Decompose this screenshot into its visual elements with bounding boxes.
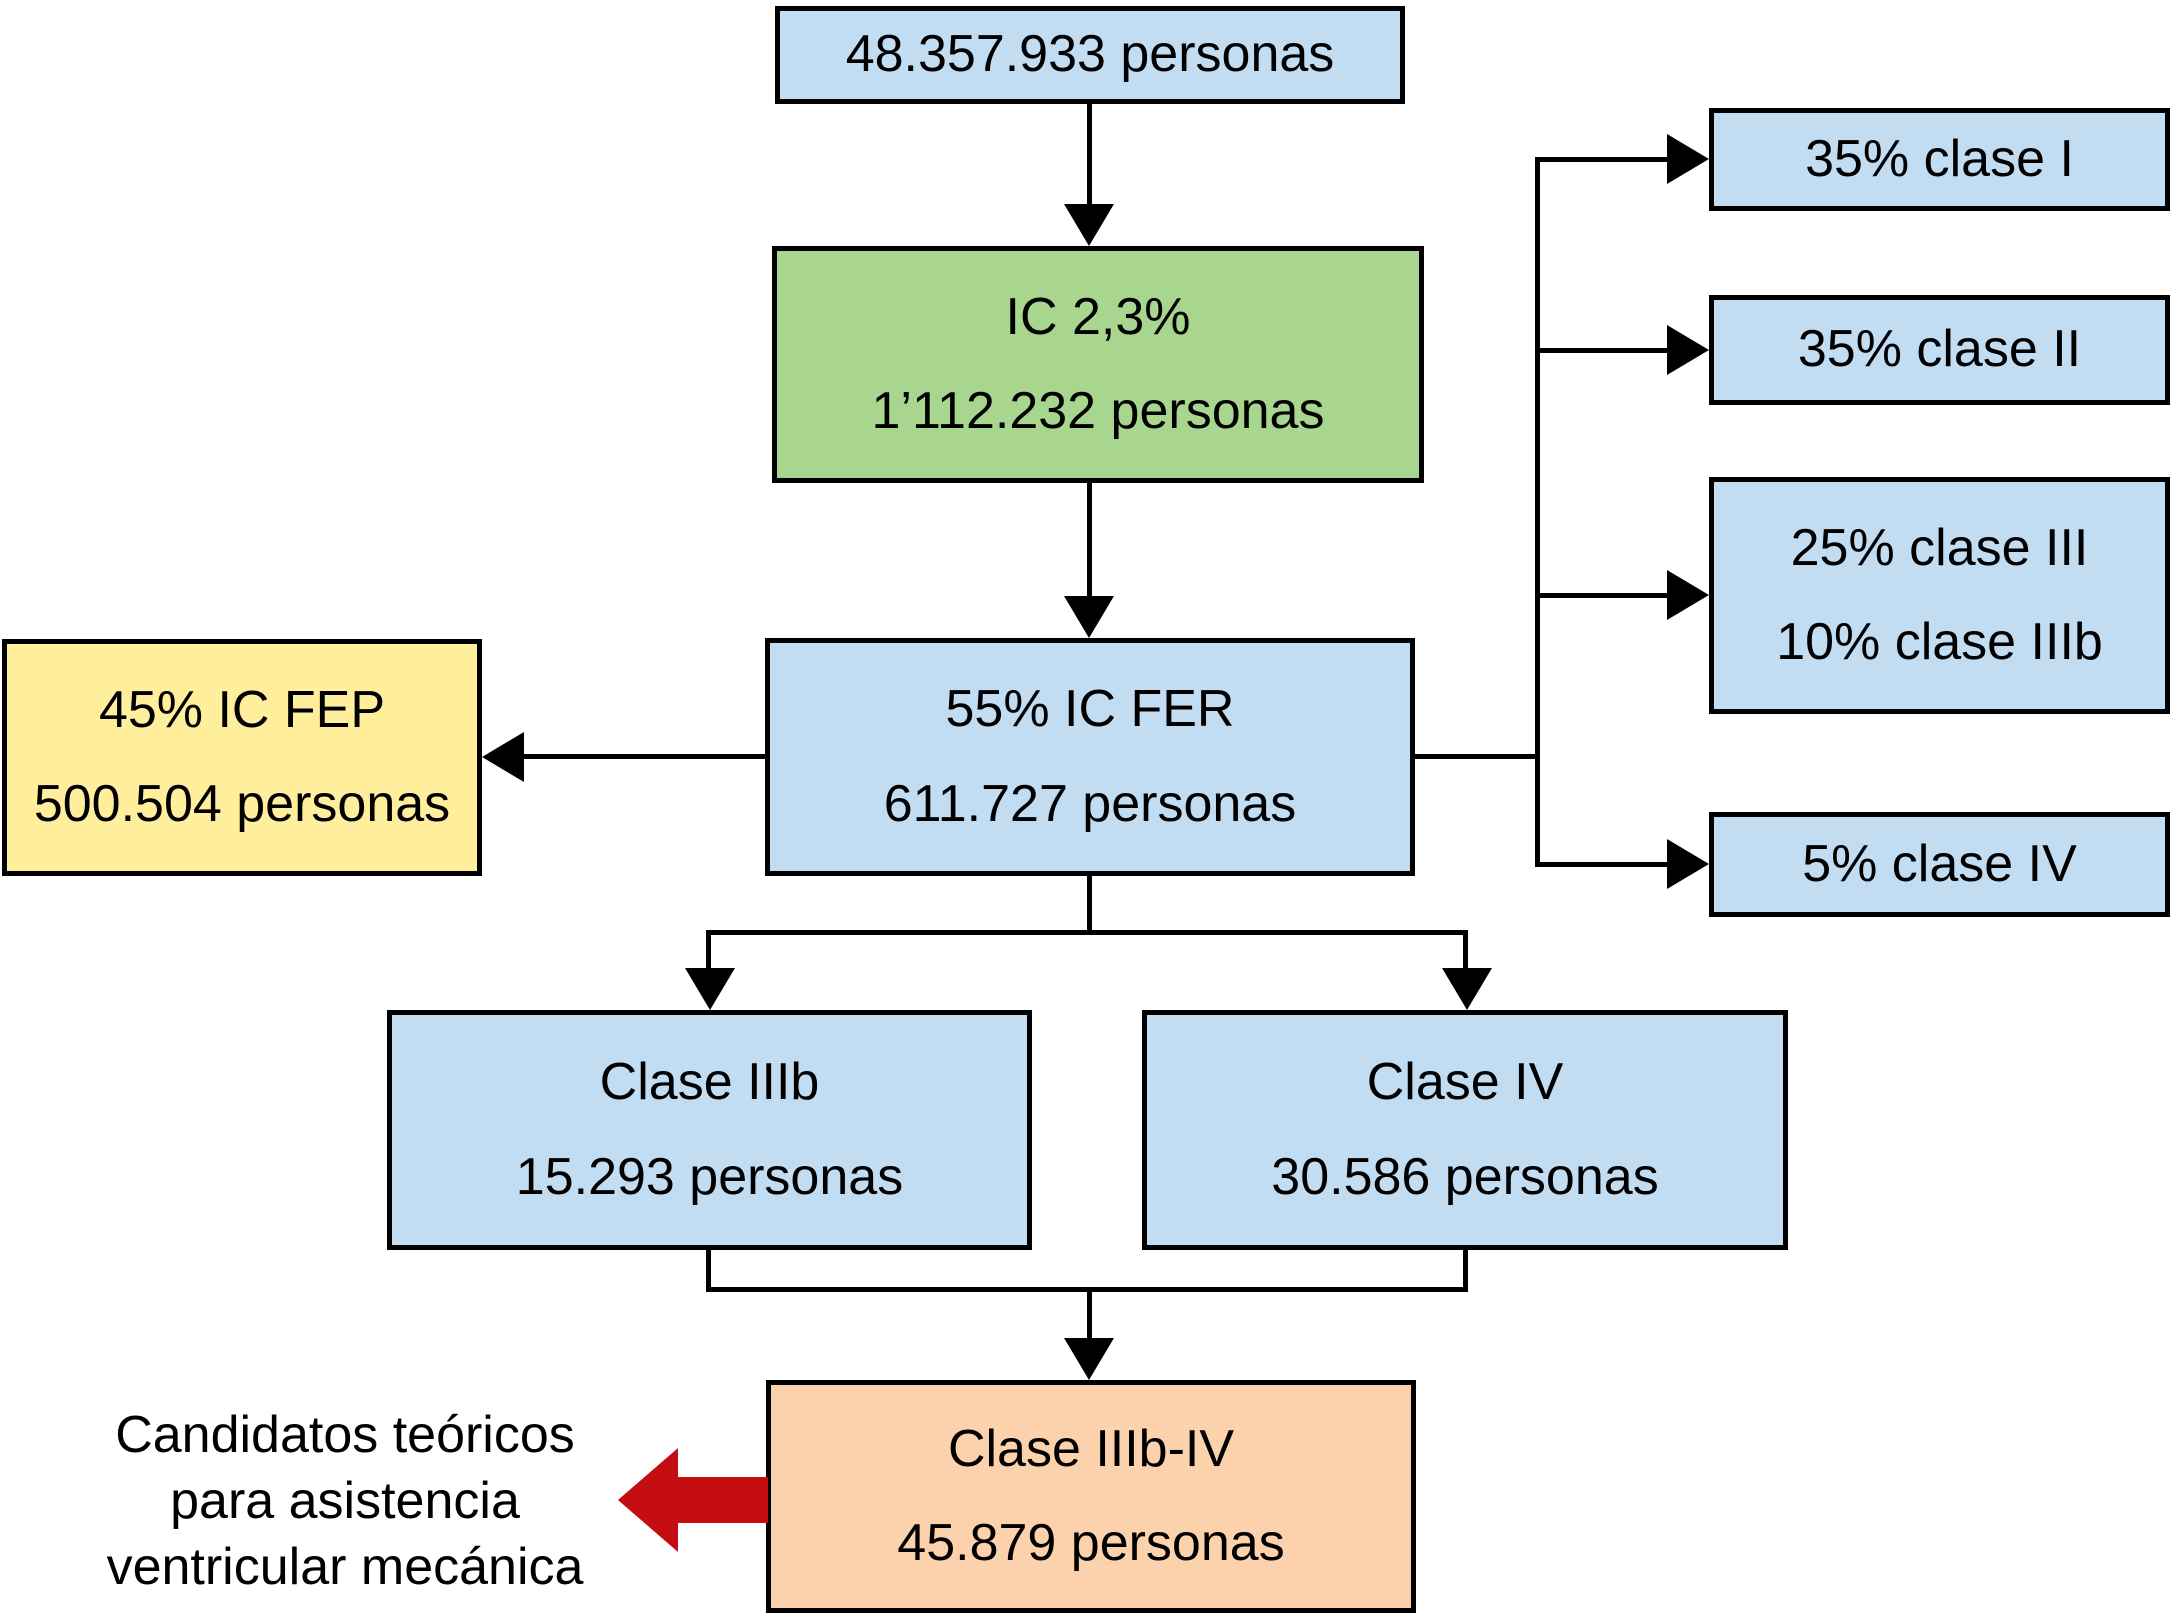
node-ic-total-pct: IC 2,3% bbox=[1005, 287, 1191, 346]
arrowhead-down-ic bbox=[1064, 204, 1114, 246]
connector-branch-clase-iii bbox=[1537, 593, 1669, 598]
connector-merge-stem bbox=[1087, 1287, 1092, 1340]
red-block-arrow-icon bbox=[618, 1448, 768, 1552]
node-ic-fer-count: 611.727 personas bbox=[883, 774, 1297, 833]
node-clase-i-label: 35% clase I bbox=[1805, 129, 2074, 188]
arrowhead-down-fer bbox=[1064, 596, 1114, 638]
connector-fer-fep bbox=[520, 754, 766, 759]
node-clase-iv-label: Clase IV bbox=[1366, 1052, 1564, 1111]
node-clase-iii-label: 25% clase III bbox=[1790, 518, 2089, 577]
node-clase-iv-count: 30.586 personas bbox=[1271, 1148, 1659, 1207]
connector-ic-fer bbox=[1087, 483, 1092, 600]
connector-branch-clase-iv bbox=[1537, 862, 1669, 867]
node-ic-fer: 55% IC FER 611.727 personas bbox=[765, 638, 1415, 876]
node-clase-ii-label: 35% clase II bbox=[1797, 320, 2082, 379]
arrowhead-down-clase-iv bbox=[1442, 968, 1492, 1010]
node-clase-iii: 25% clase III 10% clase IIIb bbox=[1709, 477, 2170, 714]
arrowhead-down-clase-iiib bbox=[685, 968, 735, 1010]
node-clase-iv-pct: 5% clase IV bbox=[1709, 812, 2170, 917]
connector-split-left bbox=[706, 930, 711, 972]
node-ic-total: IC 2,3% 1’112.232 personas bbox=[772, 246, 1424, 483]
node-ic-fep-count: 500.504 personas bbox=[33, 775, 451, 834]
arrowhead-right-clase-ii bbox=[1667, 325, 1709, 375]
node-ic-total-count: 1’112.232 personas bbox=[871, 382, 1325, 441]
node-clase-iiib-iv-label: Clase IIIb-IV bbox=[947, 1420, 1235, 1479]
node-clase-i: 35% clase I bbox=[1709, 108, 2170, 211]
node-clase-iv: Clase IV 30.586 personas bbox=[1142, 1010, 1788, 1250]
connector-trunk-vertical bbox=[1535, 157, 1540, 867]
connector-merge-left bbox=[706, 1250, 711, 1292]
candidates-annotation-line2: para asistencia bbox=[170, 1472, 520, 1531]
connector-fer-trunk bbox=[1413, 754, 1539, 759]
arrowhead-down-clase-iiib-iv bbox=[1064, 1338, 1114, 1380]
node-ic-fep-pct: 45% IC FEP bbox=[98, 680, 386, 739]
node-clase-iiib-count: 15.293 personas bbox=[515, 1148, 904, 1207]
connector-branch-clase-i bbox=[1537, 157, 1669, 162]
node-ic-fer-pct: 55% IC FER bbox=[945, 679, 1235, 738]
node-clase-iiib-iv-count: 45.879 personas bbox=[897, 1513, 1285, 1572]
node-population: 48.357.933 personas bbox=[775, 6, 1405, 104]
node-population-label: 48.357.933 personas bbox=[845, 25, 1335, 84]
node-clase-iiib-iv: Clase IIIb-IV 45.879 personas bbox=[766, 1380, 1416, 1613]
connector-branch-clase-ii bbox=[1537, 348, 1669, 353]
node-clase-iv-pct-label: 5% clase IV bbox=[1802, 834, 2077, 893]
arrowhead-right-clase-iii bbox=[1667, 570, 1709, 620]
arrowhead-left-fep bbox=[482, 732, 524, 782]
node-clase-iiib-pct-label: 10% clase IIIb bbox=[1776, 613, 2103, 672]
connector-population-ic bbox=[1087, 104, 1092, 208]
node-clase-iiib: Clase IIIb 15.293 personas bbox=[387, 1010, 1032, 1250]
arrowhead-right-clase-i bbox=[1667, 134, 1709, 184]
arrowhead-right-clase-iv bbox=[1667, 839, 1709, 889]
connector-split-bar bbox=[706, 930, 1468, 935]
node-ic-fep: 45% IC FEP 500.504 personas bbox=[2, 639, 482, 876]
candidates-annotation: Candidatos teóricos para asistencia vent… bbox=[80, 1402, 610, 1600]
red-block-arrow-shape bbox=[618, 1448, 768, 1552]
connector-fer-split-stem bbox=[1087, 876, 1092, 935]
connector-split-right bbox=[1463, 930, 1468, 972]
node-clase-ii: 35% clase II bbox=[1709, 295, 2170, 405]
connector-merge-right bbox=[1463, 1250, 1468, 1292]
candidates-annotation-line3: ventricular mecánica bbox=[106, 1538, 584, 1597]
candidates-annotation-line1: Candidatos teóricos bbox=[115, 1406, 575, 1464]
node-clase-iiib-label: Clase IIIb bbox=[599, 1052, 820, 1111]
